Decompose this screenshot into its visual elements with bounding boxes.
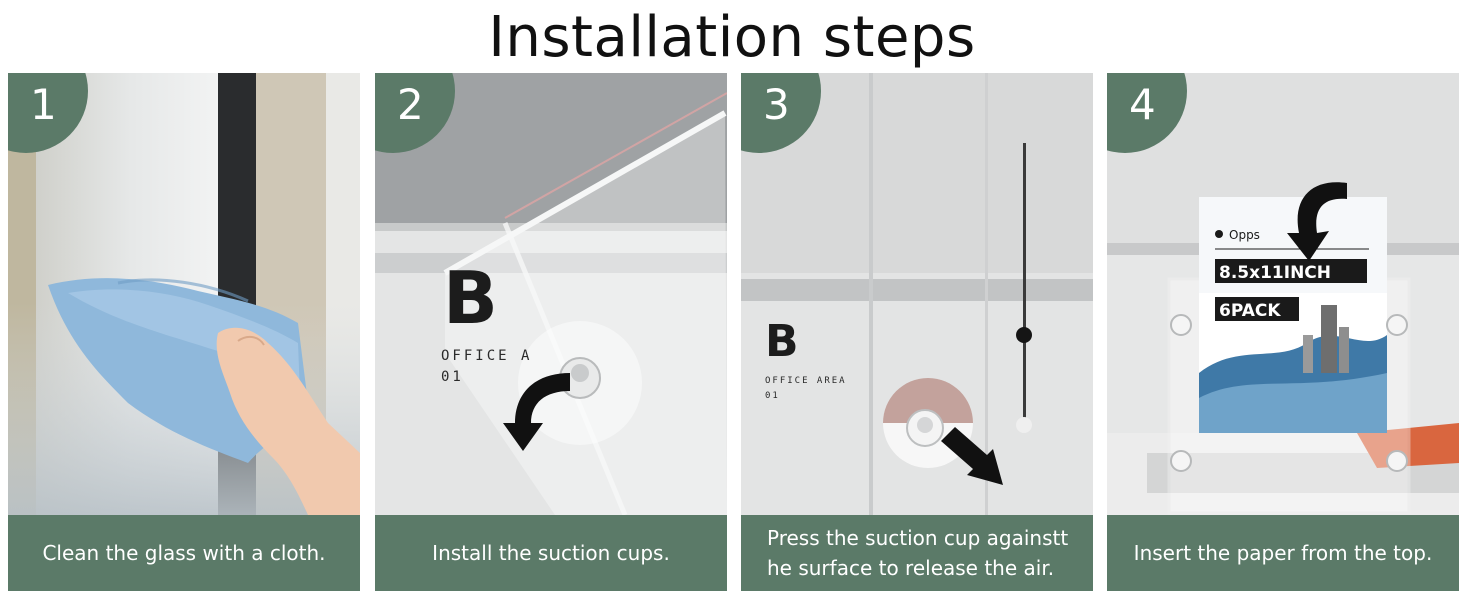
- arrow-icon: [1287, 182, 1347, 261]
- step-3-caption: Press the suction cup againstt he surfac…: [741, 515, 1093, 591]
- step-number: 3: [763, 80, 790, 129]
- step-number: 2: [397, 80, 424, 129]
- location-pin-icon: [1215, 230, 1223, 238]
- arrow-icon: [941, 427, 1003, 485]
- sign-line-2: 01: [441, 369, 464, 385]
- step-number: 4: [1129, 80, 1156, 129]
- caption-line-2: he surface to release the air.: [767, 556, 1055, 580]
- step-3-panel: B OFFICE AREA 01 3 Press the suction cup…: [741, 73, 1093, 591]
- step-2-caption: Install the suction cups.: [375, 515, 727, 591]
- sign-line-1: OFFICE A: [441, 348, 532, 364]
- cleaning-illustration: [8, 73, 360, 515]
- step-4-photo: Opps 8.5x11INCH 6PACK 4: [1107, 73, 1459, 515]
- page-title: Installation steps: [488, 5, 976, 70]
- poster-line-2: 6PACK: [1219, 301, 1281, 321]
- step-2-badge: 2: [375, 73, 455, 153]
- step-1-panel: 1 Clean the glass with a cloth.: [8, 73, 360, 591]
- step-4-panel: Opps 8.5x11INCH 6PACK 4 Insert the paper…: [1107, 73, 1459, 591]
- step-3-photo: B OFFICE AREA 01 3: [741, 73, 1093, 515]
- poster-line-1: 8.5x11INCH: [1219, 263, 1331, 283]
- caption-line-1: Press the suction cup againstt: [767, 526, 1069, 550]
- suction-install-illustration: B OFFICE A 01: [375, 73, 727, 515]
- sign-letter: B: [443, 256, 498, 340]
- sign-letter: B: [765, 316, 799, 367]
- step-4-caption: Insert the paper from the top.: [1107, 515, 1459, 591]
- step-2-photo: B OFFICE A 01 2: [375, 73, 727, 515]
- poster-location: Opps: [1229, 228, 1260, 242]
- step-number: 1: [30, 80, 57, 129]
- step-2-panel: B OFFICE A 01 2 Install the suction cups…: [375, 73, 727, 591]
- sign-line-2: 01: [765, 391, 780, 401]
- step-1-photo: 1: [8, 73, 360, 515]
- press-cup-illustration: B OFFICE AREA 01: [741, 73, 1093, 515]
- step-1-caption: Clean the glass with a cloth.: [8, 515, 360, 591]
- arrow-icon: [503, 373, 570, 451]
- insert-paper-illustration: Opps 8.5x11INCH 6PACK: [1107, 73, 1459, 515]
- sign-line-1: OFFICE AREA: [765, 376, 847, 386]
